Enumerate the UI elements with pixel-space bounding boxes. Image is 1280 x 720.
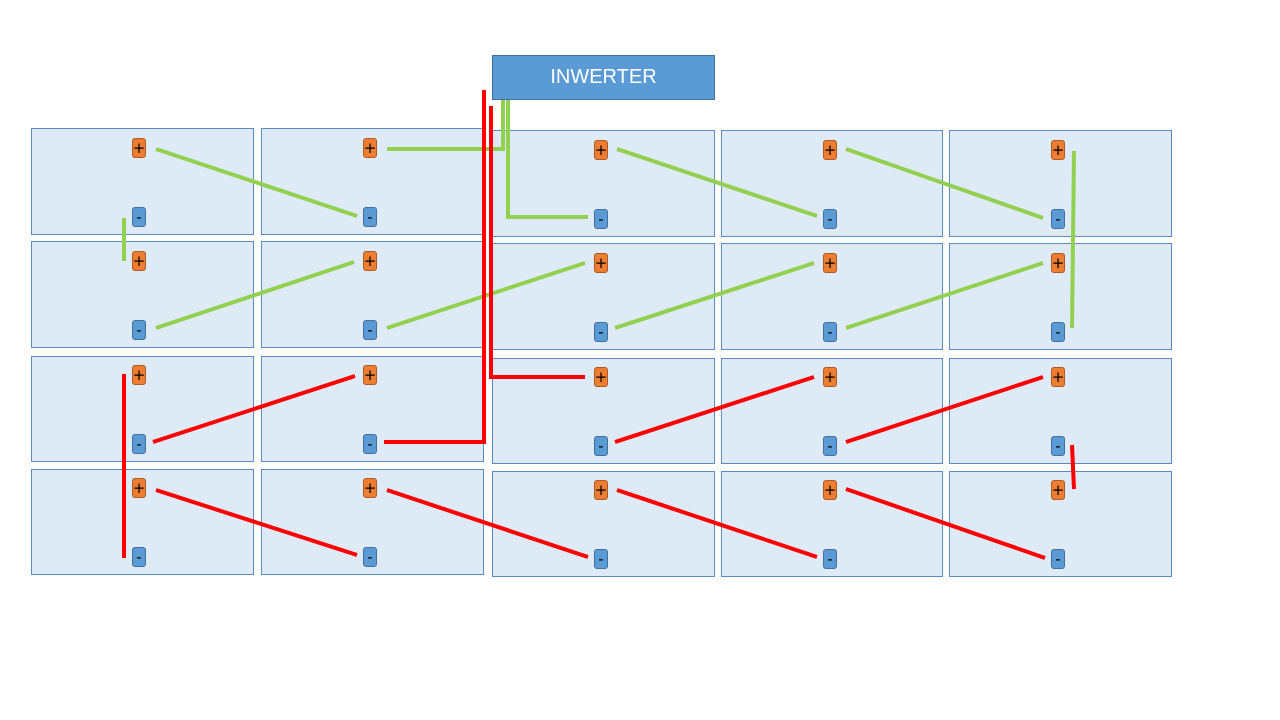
negative-terminal: - bbox=[823, 549, 837, 569]
green-wire bbox=[155, 147, 358, 218]
positive-terminal: + bbox=[363, 138, 377, 158]
positive-terminal: + bbox=[132, 478, 146, 498]
negative-terminal: - bbox=[363, 207, 377, 227]
positive-terminal: + bbox=[132, 251, 146, 271]
red-wire bbox=[614, 375, 815, 444]
negative-terminal: - bbox=[1051, 436, 1065, 456]
red-wire bbox=[845, 487, 1046, 560]
green-wire bbox=[614, 261, 815, 330]
negative-terminal: - bbox=[132, 547, 146, 567]
positive-terminal: + bbox=[594, 140, 608, 160]
positive-terminal: + bbox=[1051, 480, 1065, 500]
positive-terminal: + bbox=[363, 251, 377, 271]
negative-terminal: - bbox=[823, 436, 837, 456]
negative-terminal: - bbox=[132, 207, 146, 227]
red-wire bbox=[489, 106, 585, 379]
negative-terminal: - bbox=[1051, 549, 1065, 569]
negative-terminal: - bbox=[363, 547, 377, 567]
positive-terminal: + bbox=[363, 365, 377, 385]
inverter-box: INWERTER bbox=[492, 55, 715, 100]
red-wire bbox=[845, 375, 1044, 444]
positive-terminal: + bbox=[1051, 140, 1065, 160]
green-wire bbox=[506, 79, 588, 219]
negative-terminal: - bbox=[594, 549, 608, 569]
negative-terminal: - bbox=[823, 209, 837, 229]
red-wire bbox=[616, 488, 818, 559]
positive-terminal: + bbox=[363, 478, 377, 498]
positive-terminal: + bbox=[823, 480, 837, 500]
negative-terminal: - bbox=[594, 322, 608, 342]
positive-terminal: + bbox=[594, 480, 608, 500]
positive-terminal: + bbox=[823, 253, 837, 273]
positive-terminal: + bbox=[1051, 253, 1065, 273]
positive-terminal: + bbox=[823, 140, 837, 160]
green-wire bbox=[845, 261, 1044, 330]
negative-terminal: - bbox=[1051, 209, 1065, 229]
negative-terminal: - bbox=[363, 320, 377, 340]
red-wire bbox=[1070, 444, 1076, 490]
positive-terminal: + bbox=[594, 253, 608, 273]
red-wire bbox=[386, 488, 589, 559]
positive-terminal: + bbox=[132, 138, 146, 158]
green-wire bbox=[155, 260, 355, 330]
positive-terminal: + bbox=[594, 367, 608, 387]
red-wire bbox=[155, 488, 358, 557]
negative-terminal: - bbox=[823, 322, 837, 342]
positive-terminal: + bbox=[823, 367, 837, 387]
green-wire bbox=[845, 147, 1044, 220]
inverter-label: INWERTER bbox=[550, 66, 657, 88]
green-wire bbox=[616, 147, 818, 218]
positive-terminal: + bbox=[1051, 367, 1065, 387]
red-wire bbox=[152, 374, 356, 444]
negative-terminal: - bbox=[594, 209, 608, 229]
negative-terminal: - bbox=[363, 434, 377, 454]
negative-terminal: - bbox=[132, 320, 146, 340]
positive-terminal: + bbox=[132, 365, 146, 385]
red-wire bbox=[384, 90, 486, 444]
negative-terminal: - bbox=[1051, 322, 1065, 342]
negative-terminal: - bbox=[594, 436, 608, 456]
green-wire bbox=[1070, 150, 1076, 329]
negative-terminal: - bbox=[132, 434, 146, 454]
